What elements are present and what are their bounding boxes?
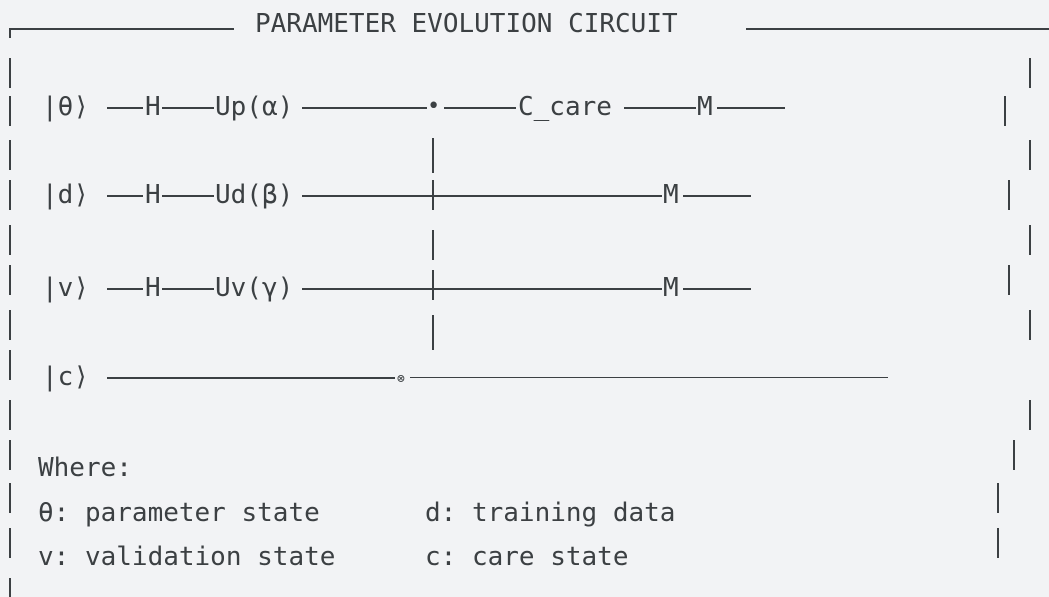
legend-heading: Where: [38, 453, 132, 483]
theta-wire-segment [444, 107, 516, 109]
frame-left-bar [9, 180, 11, 210]
frame-top-left-corner-vertical [9, 29, 11, 38]
v-wire-segment [162, 288, 214, 290]
theta-unitary-gate: Up(α) [215, 92, 294, 122]
frame-top-border-right [746, 28, 1049, 30]
diagram-title: PARAMETER EVOLUTION CIRCUIT [255, 9, 678, 39]
d-hadamard-gate: H [145, 180, 161, 210]
legend-c: c: care state [425, 542, 629, 572]
d-wire-segment [683, 195, 751, 197]
frame-right-bar [1008, 265, 1010, 295]
frame-left-bar [9, 400, 11, 430]
frame-right-bar [997, 483, 999, 513]
frame-left-bar [9, 528, 11, 558]
theta-wire-segment [302, 107, 427, 109]
theta-wire-segment [717, 107, 785, 109]
v-wire-label: |v⟩ [42, 273, 89, 303]
v-unitary-gate: Uv(γ) [215, 273, 294, 303]
legend-d: d: training data [425, 498, 676, 528]
frame-left-bar [9, 350, 11, 380]
frame-top-border-left [9, 28, 234, 30]
frame-right-bar [1029, 225, 1031, 255]
c-wire-segment-thin [410, 377, 888, 378]
frame-left-bar [9, 265, 11, 295]
d-wire-segment [302, 195, 662, 197]
theta-wire-segment [624, 107, 696, 109]
v-wire-segment [302, 288, 662, 290]
frame-right-bar [1008, 180, 1010, 210]
d-unitary-gate: Ud(β) [215, 180, 294, 210]
control-connector [432, 315, 434, 350]
theta-care-gate: C_care [518, 92, 612, 122]
theta-hadamard-gate: H [145, 92, 161, 122]
frame-right-bar [997, 528, 999, 558]
frame-left-bar [9, 140, 11, 170]
d-wire-segment [107, 195, 143, 197]
frame-left-bar [9, 440, 11, 470]
d-wire-segment [162, 195, 214, 197]
frame-right-bar [1029, 58, 1031, 88]
v-hadamard-gate: H [145, 273, 161, 303]
d-measurement: M [663, 180, 679, 210]
control-connector [432, 230, 434, 260]
control-connector [432, 270, 434, 300]
theta-wire-label: |θ⟩ [42, 92, 89, 122]
c-target-xor: ⊗ [397, 371, 405, 387]
v-wire-segment [683, 288, 751, 290]
control-connector [432, 180, 434, 210]
frame-right-bar [1029, 310, 1031, 340]
v-measurement: M [663, 273, 679, 303]
frame-right-bar [1004, 96, 1006, 126]
frame-right-bar [1013, 440, 1015, 470]
v-wire-segment [107, 288, 143, 290]
d-wire-label: |d⟩ [42, 180, 89, 210]
theta-measurement: M [697, 92, 713, 122]
theta-wire-segment [107, 107, 143, 109]
legend-theta: θ: parameter state [38, 498, 320, 528]
frame-right-bar [1029, 400, 1031, 430]
frame-left-bar [9, 310, 11, 340]
frame-left-bar [9, 578, 11, 597]
frame-left-bar [9, 96, 11, 126]
c-wire-label: |c⟩ [42, 362, 89, 392]
control-connector [432, 138, 434, 173]
theta-control-dot: • [427, 94, 441, 119]
frame-left-bar [9, 225, 11, 255]
theta-wire-segment [162, 107, 214, 109]
frame-left-bar [9, 483, 11, 513]
legend-v: v: validation state [38, 542, 336, 572]
frame-right-bar [1029, 140, 1031, 170]
c-wire-segment [107, 377, 395, 379]
frame-left-bar [9, 58, 11, 88]
